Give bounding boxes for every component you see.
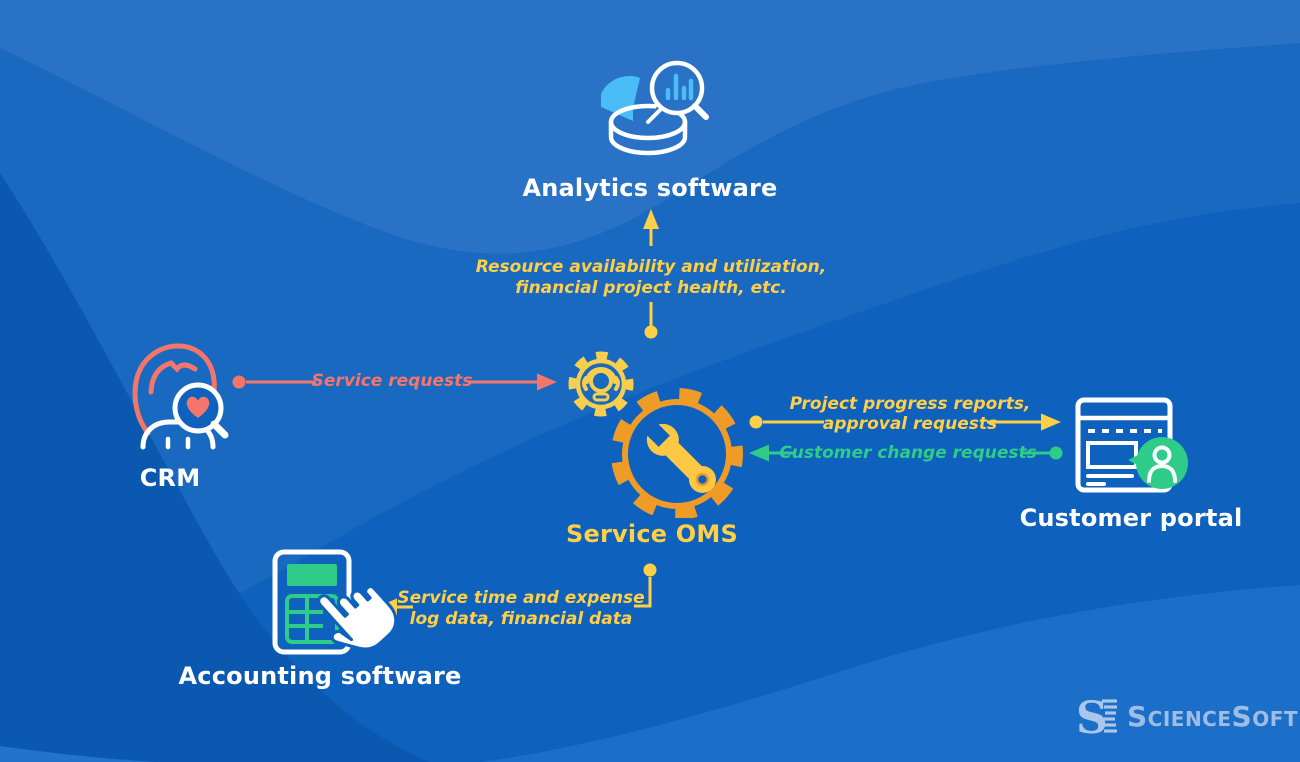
analytics-software-icon <box>585 48 717 176</box>
annotation-line: log data, financial data <box>409 609 633 629</box>
wave-top <box>0 0 1300 254</box>
crm-label: CRM <box>139 464 201 492</box>
service-oms-icon <box>553 338 745 522</box>
crm-icon <box>123 334 241 460</box>
chat-person-bubble-icon <box>1128 437 1188 489</box>
service-time-annotation: Service time and expense log data, finan… <box>391 588 651 630</box>
annotation-line: approval requests <box>822 414 998 434</box>
sciencesoft-logo: S ScienceSoft <box>1078 693 1298 739</box>
annotation-line: Service time and expense <box>397 588 645 608</box>
sciencesoft-logo-mark-icon: S <box>1078 693 1117 739</box>
gear-headset-icon <box>568 351 634 417</box>
magnifier-bar-chart-icon <box>649 60 709 120</box>
annotation-line: Resource availability and utilization, <box>475 257 827 277</box>
resource-availability-annotation: Resource availability and utilization, f… <box>451 257 851 299</box>
service-requests-annotation: Service requests <box>311 371 473 391</box>
wave-bottom-right <box>480 585 1300 762</box>
analytics-label: Analytics software <box>522 174 778 202</box>
accounting-label: Accounting software <box>178 662 462 690</box>
service-oms-label: Service OMS <box>566 520 738 548</box>
customer-portal-icon <box>1070 394 1202 510</box>
project-progress-annotation: Project progress reports, approval reque… <box>755 394 1065 434</box>
wave-corner-light <box>0 746 320 762</box>
accounting-software-icon <box>265 546 403 668</box>
wave-dark-left <box>0 173 430 762</box>
heart-magnifier-icon <box>172 382 229 439</box>
gear-wrench-icon <box>611 388 743 520</box>
pointing-hand-icon <box>317 585 398 651</box>
annotation-line: Project progress reports, <box>789 394 1031 414</box>
wrench-icon <box>638 415 716 493</box>
sciencesoft-logo-text: ScienceSoft <box>1127 699 1298 733</box>
annotation-line: financial project health, etc. <box>515 278 787 298</box>
customer-portal-label: Customer portal <box>1019 504 1243 532</box>
customer-change-annotation: Customer change requests <box>779 443 1037 463</box>
